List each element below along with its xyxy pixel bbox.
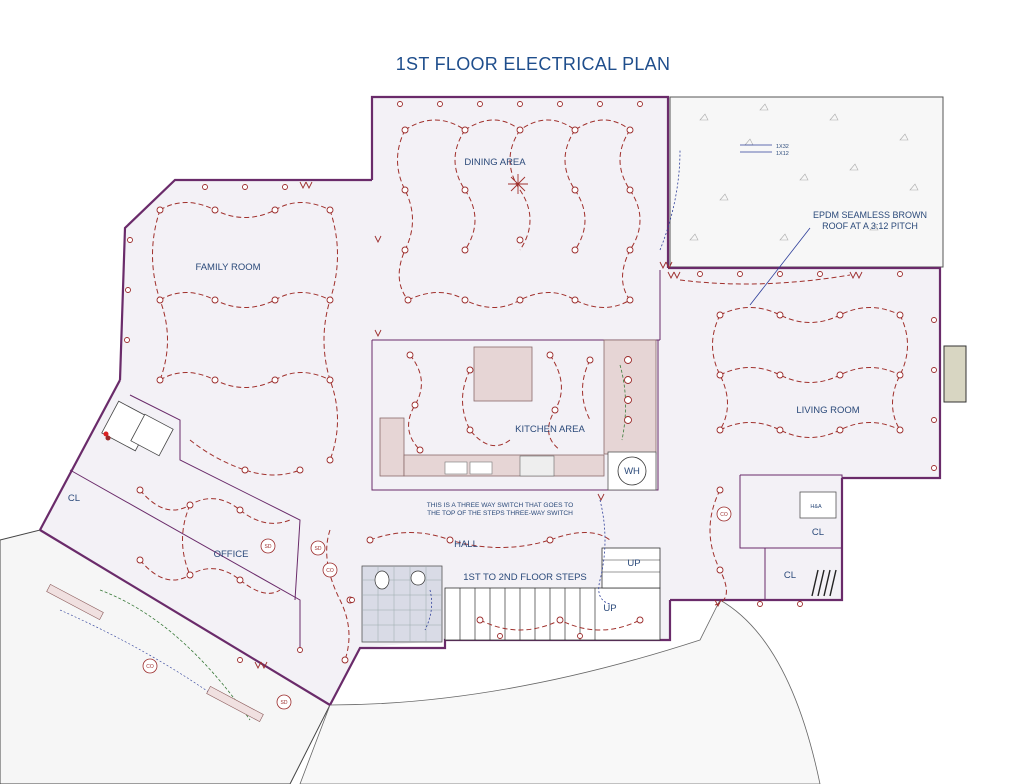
roof-note-leader [749, 227, 811, 306]
hvac-label: H&A [810, 504, 822, 510]
room-label-office: OFFICE [214, 549, 249, 560]
switch-note-line-2: THE TOP OF THE STEPS THREE-WAY SWITCH [427, 510, 573, 517]
walls [39, 95, 942, 706]
roof-note-line-2: ROOF AT A 3:12 PITCH [822, 221, 918, 231]
smoke-detector-label: SD [281, 700, 288, 706]
co-detector-label: CO [146, 664, 154, 670]
smoke-detector-label: SD [265, 544, 272, 550]
detector-symbols [142, 506, 732, 710]
switch-note-line-1: THIS IS A THREE WAY SWITCH THAT GOES TO [427, 502, 573, 509]
closet-hangers [811, 569, 837, 597]
water-heater-label: WH [624, 466, 640, 477]
staircase [444, 547, 661, 641]
water-heater-unit [607, 451, 657, 491]
co-detector-label: CO [720, 512, 728, 518]
bathroom [361, 565, 443, 643]
room-label-dining: DINING AREA [464, 157, 526, 168]
roof-deck-area [669, 96, 944, 268]
exterior-ground [0, 529, 821, 784]
room-label-steps: 1ST TO 2ND FLOOR STEPS [463, 572, 587, 583]
hvac-unit [799, 491, 837, 519]
room-label-closet-small: CL [784, 570, 796, 581]
switch-markers [254, 181, 863, 670]
utility-fixtures [101, 400, 174, 457]
roof-note-line-1: EPDM SEAMLESS BROWN [813, 210, 927, 220]
room-label-family: FAMILY ROOM [195, 262, 260, 273]
room-label-kitchen: KITCHEN AREA [515, 424, 585, 435]
room-label-closet-hvac: CL [812, 527, 824, 538]
lumber-note-2: 1X12 [776, 151, 789, 157]
smoke-detector-label: SD [315, 546, 322, 552]
kitchen-cabinets [379, 339, 657, 477]
room-label-living: LIVING ROOM [796, 405, 859, 416]
fireplace-icon [943, 345, 967, 403]
light-fixtures [105, 101, 937, 664]
plan-title: 1ST FLOOR ELECTRICAL PLAN [396, 54, 671, 74]
co-detector-label: CO [326, 568, 334, 574]
lumber-note-1: 1X32 [776, 144, 789, 150]
stair-up-label-bottom: UP [603, 603, 616, 614]
room-label-hall: HALL [454, 539, 478, 550]
room-label-closet-office: CL [68, 493, 80, 504]
stair-up-label-top: UP [627, 558, 640, 569]
